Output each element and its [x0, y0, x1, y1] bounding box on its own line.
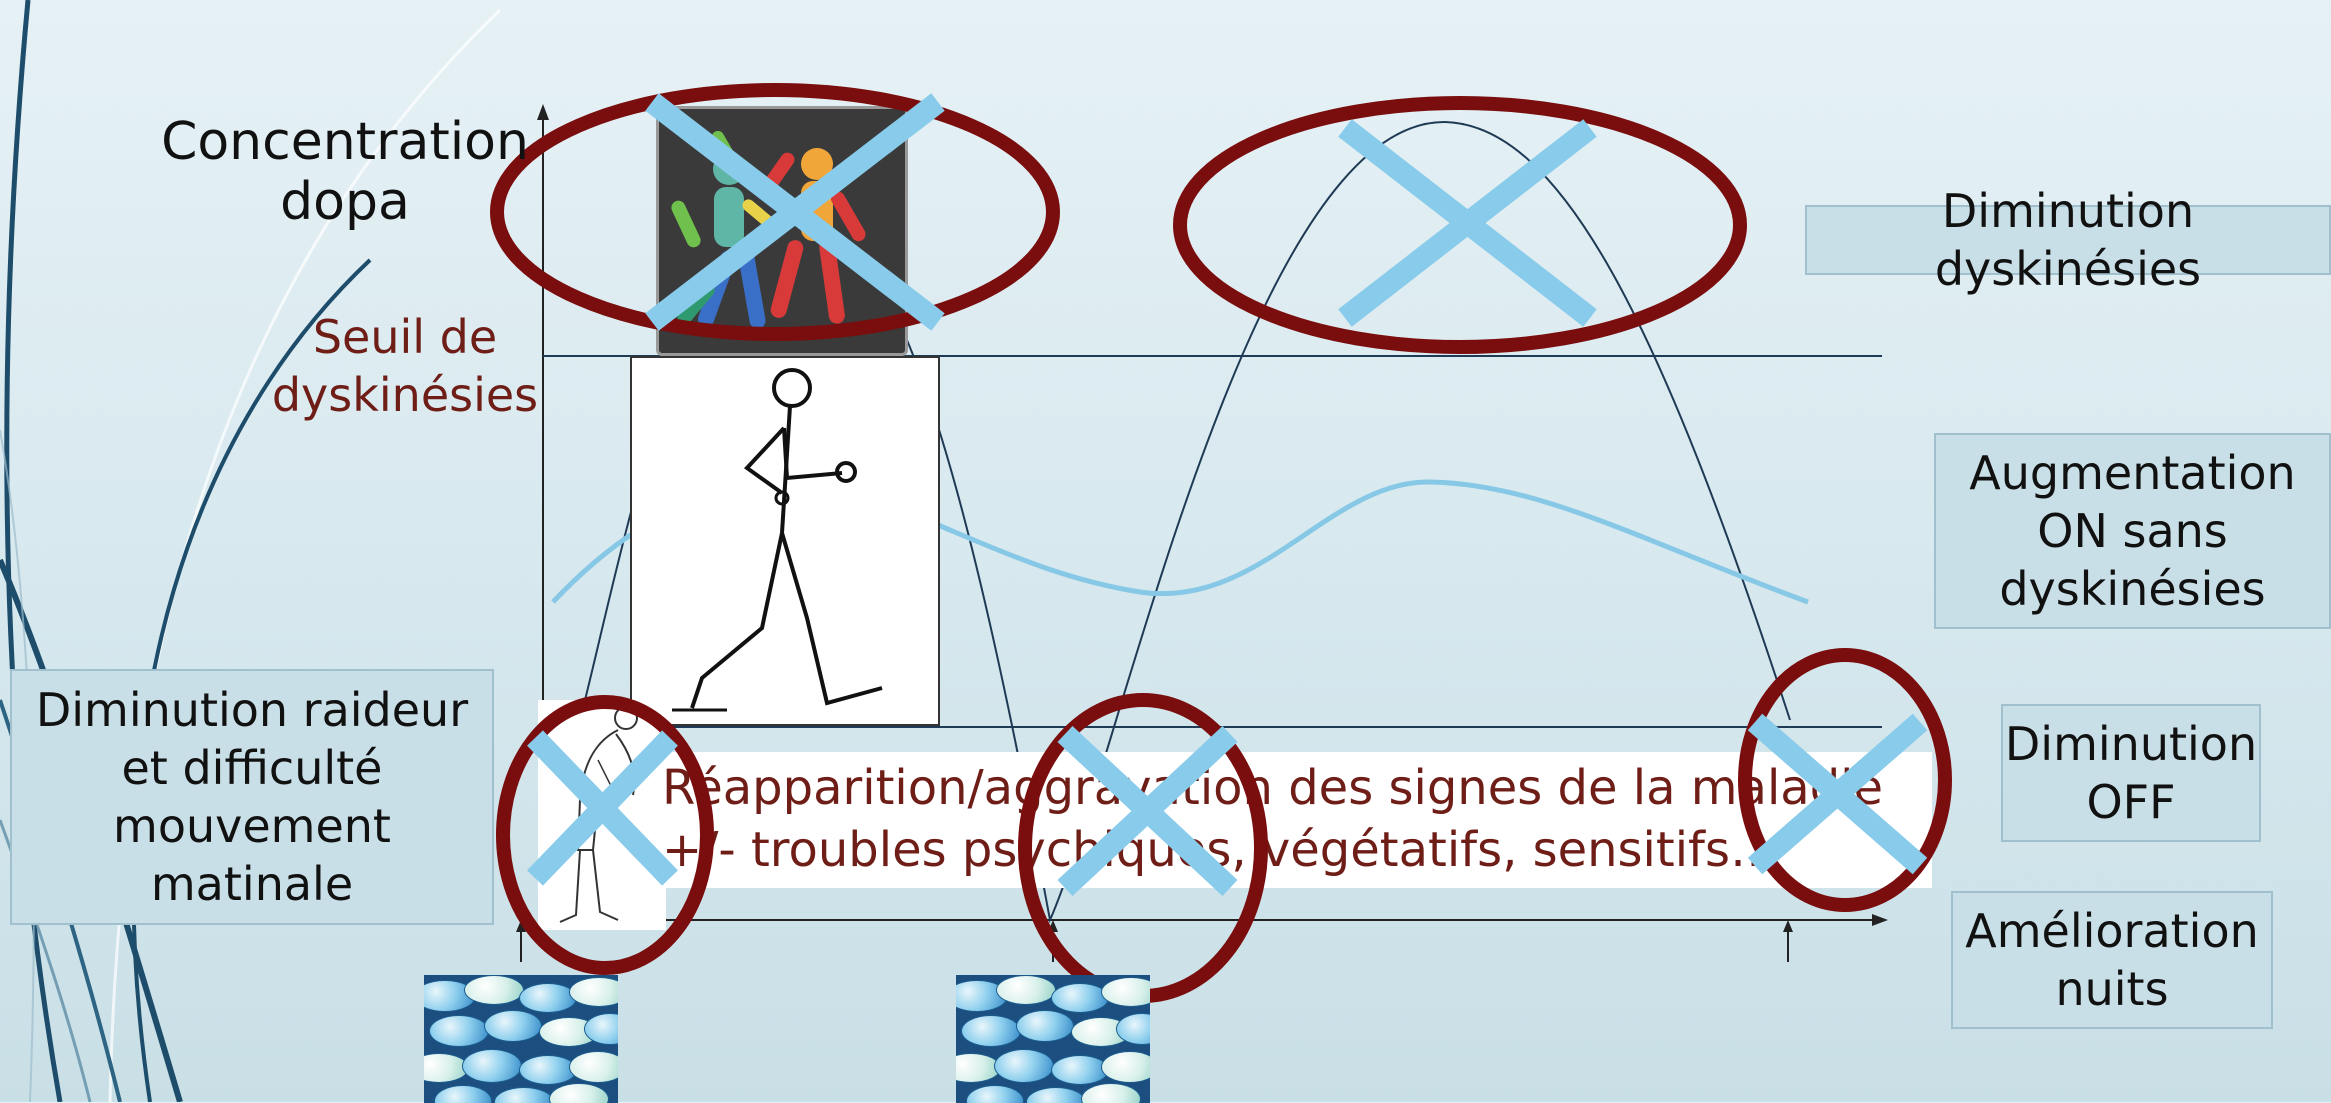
morning-stiffness-box: Diminution raideur et difficulté mouveme… [10, 669, 494, 925]
nights-box-line-1: Amélioration [1965, 902, 2259, 960]
on-time-box: Augmentation ON sans dyskinésies [1934, 433, 2331, 629]
cross-4 [1065, 734, 1230, 888]
cross-5 [1755, 722, 1920, 866]
nights-box: Amélioration nuits [1951, 891, 2273, 1029]
cross-3 [535, 738, 670, 878]
on-time-box-line-2: ON sans [2037, 502, 2228, 560]
morning-box-line-4: matinale [151, 855, 353, 913]
cross-1 [652, 102, 938, 322]
pills-image-1 [424, 975, 618, 1103]
y-axis-label: Concentration dopa [150, 112, 540, 232]
threshold-label-line-2: dyskinésies [260, 366, 550, 424]
morning-box-line-1: Diminution raideur [36, 681, 468, 739]
off-time-box-line-2: OFF [2086, 773, 2175, 831]
off-time-box: Diminution OFF [2001, 704, 2261, 842]
nights-box-line-2: nuits [2055, 960, 2168, 1018]
threshold-label: Seuil de dyskinésies [260, 308, 550, 424]
y-axis-label-line-1: Concentration [150, 112, 540, 172]
morning-box-line-3: mouvement [113, 797, 391, 855]
ellipse-dyskinesia-left [497, 90, 1053, 334]
threshold-label-line-1: Seuil de [260, 308, 550, 366]
y-axis-label-line-2: dopa [150, 172, 540, 232]
on-time-box-line-1: Augmentation [1969, 444, 2295, 502]
morning-box-line-2: et difficulté [122, 739, 383, 797]
cross-2 [1345, 128, 1590, 318]
dyskinesia-reduction-box: Diminution dyskinésies [1805, 205, 2331, 275]
on-time-box-line-3: dyskinésies [1999, 560, 2265, 618]
off-time-box-line-1: Diminution [2005, 715, 2257, 773]
dyskinesia-box-line-1: Diminution dyskinésies [1807, 182, 2329, 298]
pills-image-2 [956, 975, 1150, 1103]
